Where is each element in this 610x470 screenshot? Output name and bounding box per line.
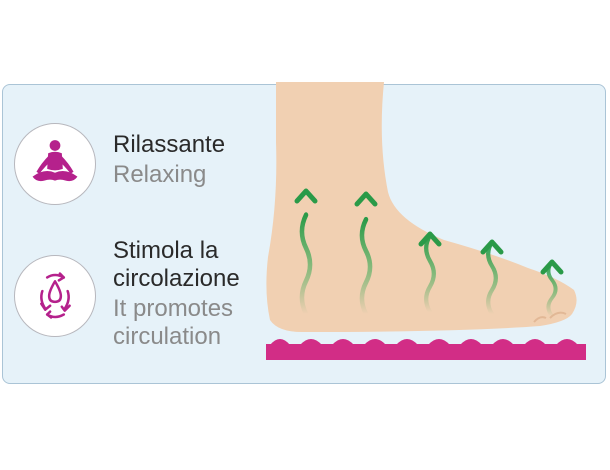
circulation-drop-icon: [14, 255, 96, 337]
massage-insole-icon: [266, 339, 586, 360]
feature-1-title-it: Rilassante: [113, 131, 226, 158]
feature-1-title-en: Relaxing: [113, 161, 207, 188]
feature-2-title-en-line1: It promotes: [113, 295, 234, 322]
feature-2-title-en-line2: circulation: [113, 323, 222, 350]
feature-2-title-it-line1: Stimola la: [113, 237, 219, 264]
foot-illustration: [266, 82, 586, 360]
foot-icon: [266, 82, 577, 332]
meditation-icon: [14, 123, 96, 205]
feature-2-title-it-line2: circolazione: [113, 265, 240, 292]
